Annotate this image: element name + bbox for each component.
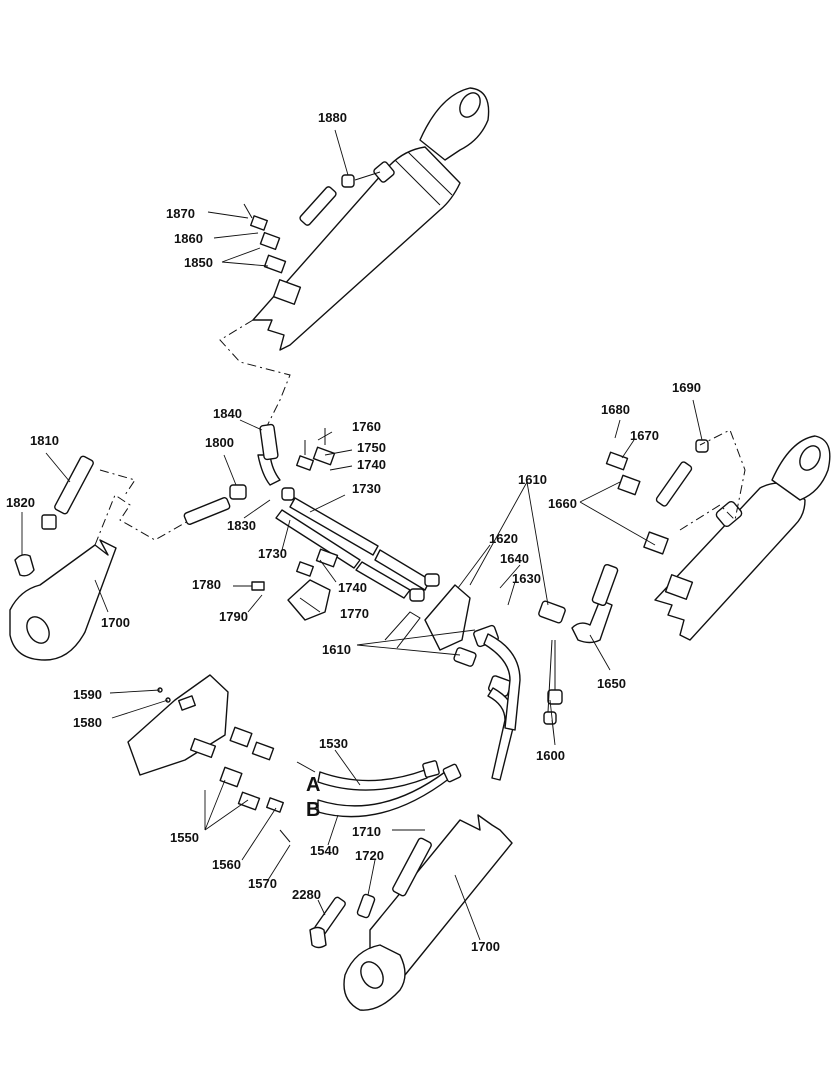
bottom-cylinder (309, 814, 513, 1011)
callout-1870: 1870 (166, 206, 195, 221)
right-cylinder (605, 429, 831, 641)
top-cylinder (219, 87, 490, 431)
callout-1700-bottom: 1700 (471, 939, 500, 954)
callout-1710: 1710 (352, 824, 381, 839)
callout-1730-top: 1730 (352, 481, 381, 496)
hose-lines (317, 760, 462, 818)
callout-1560: 1560 (212, 857, 241, 872)
callout-1680: 1680 (601, 402, 630, 417)
valve-block (384, 563, 619, 781)
callout-1700-left: 1700 (101, 615, 130, 630)
port-label-b: B (306, 799, 320, 821)
lower-left-bracket (127, 674, 316, 843)
callout-1760: 1760 (352, 419, 381, 434)
callout-1740-bottom: 1740 (338, 580, 367, 595)
callout-1580: 1580 (73, 715, 102, 730)
callout-1630: 1630 (512, 571, 541, 586)
callout-1880: 1880 (318, 110, 347, 125)
callout-2280: 2280 (292, 887, 321, 902)
callout-1840: 1840 (213, 406, 242, 421)
callout-1600: 1600 (536, 748, 565, 763)
callout-1720: 1720 (355, 848, 384, 863)
callout-1860: 1860 (174, 231, 203, 246)
callout-1830: 1830 (227, 518, 256, 533)
callout-1640: 1640 (500, 551, 529, 566)
callout-1790: 1790 (219, 609, 248, 624)
callout-1670: 1670 (630, 428, 659, 443)
callout-1590: 1590 (73, 687, 102, 702)
callout-1850: 1850 (184, 255, 213, 270)
callout-labels: 1880 1870 1860 1850 1840 1810 1800 1820 … (6, 110, 701, 954)
callout-1750: 1750 (357, 440, 386, 455)
port-label-a: A (306, 774, 320, 796)
callout-1730-bottom: 1730 (258, 546, 287, 561)
callout-1800: 1800 (205, 435, 234, 450)
callout-1530: 1530 (319, 736, 348, 751)
callout-1690: 1690 (672, 380, 701, 395)
callout-1770: 1770 (340, 606, 369, 621)
callout-1820: 1820 (6, 495, 35, 510)
callout-1650: 1650 (597, 676, 626, 691)
callout-1550: 1550 (170, 830, 199, 845)
callout-1740-top: 1740 (357, 457, 386, 472)
middle-tube-assembly (183, 423, 440, 621)
leader-lines (21, 129, 703, 941)
callout-1810: 1810 (30, 433, 59, 448)
callout-1540: 1540 (310, 843, 339, 858)
left-cylinder (9, 455, 191, 661)
callout-1660: 1660 (548, 496, 577, 511)
callout-1610-left: 1610 (322, 642, 351, 657)
callout-1620: 1620 (489, 531, 518, 546)
callout-1780: 1780 (192, 577, 221, 592)
callout-1570: 1570 (248, 876, 277, 891)
callout-1610-top: 1610 (518, 472, 547, 487)
